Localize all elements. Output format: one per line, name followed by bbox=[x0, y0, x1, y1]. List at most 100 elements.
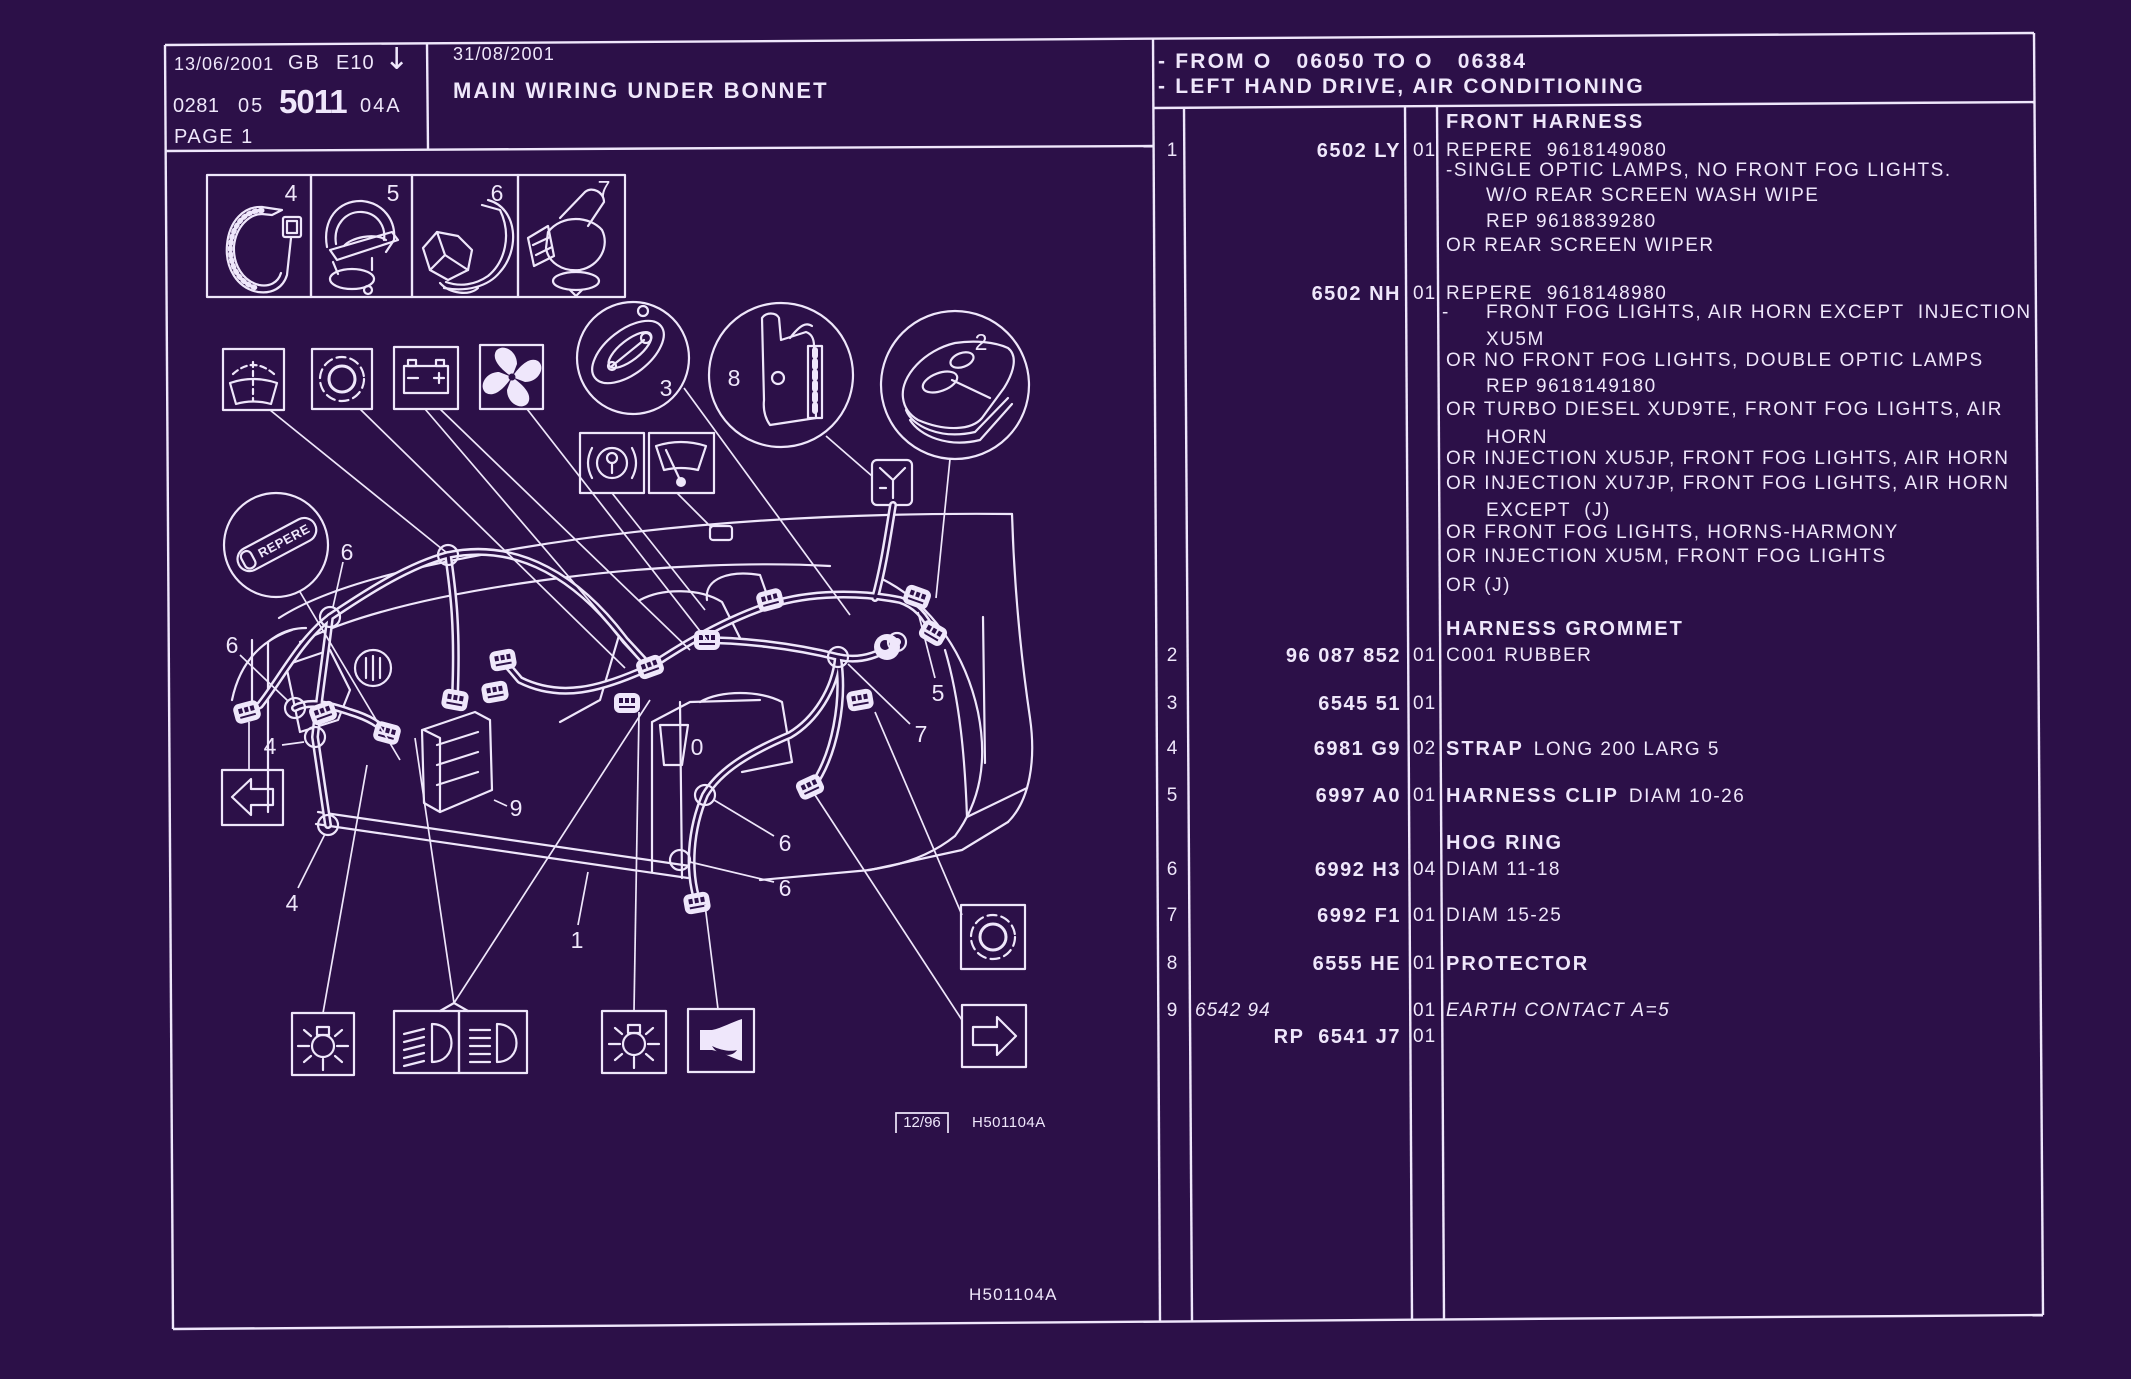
table-line: W/O REAR SCREEN WASH WIPE bbox=[0, 183, 2131, 209]
leader-sensor-ring-right bbox=[874, 711, 963, 916]
description-text: FRONT FOG LIGHTS, AIR HORN EXCEPT INJECT… bbox=[1486, 302, 2032, 323]
leader-lines bbox=[239, 387, 963, 1021]
description-text: DIAM 15-25 bbox=[1446, 905, 1563, 926]
leader-washer bbox=[269, 409, 448, 554]
description-cell: DIAM 11-18 bbox=[1446, 857, 1561, 883]
part-number: 6997 A0 bbox=[1315, 785, 1401, 807]
item-title: HOG RING bbox=[1446, 832, 1564, 854]
description-cell: XU5M bbox=[1446, 327, 1545, 353]
description-cell: OR NO FRONT FOG LIGHTS, DOUBLE OPTIC LAM… bbox=[1446, 348, 1984, 374]
description-cell: REP 9618839280 bbox=[1446, 209, 1657, 235]
table-line: OR (J) bbox=[0, 573, 2131, 599]
leader-callout bbox=[577, 871, 589, 926]
leader-wiper bbox=[676, 492, 713, 529]
symbol-box bbox=[600, 1009, 668, 1075]
callout-number: 4 bbox=[286, 890, 299, 916]
item-number: 9 bbox=[1166, 1000, 1178, 1021]
description-text: HORN bbox=[1486, 427, 1548, 448]
frame-right bbox=[2032, 32, 2045, 1316]
symbol-headlamps bbox=[392, 1001, 529, 1075]
sensor-ring-icon bbox=[969, 913, 1017, 961]
description-text: EXCEPT (J) bbox=[1486, 500, 1611, 521]
description-cell: OR INJECTION XU5M, FRONT FOG LIGHTS bbox=[1446, 544, 1887, 570]
description-text: W/O REAR SCREEN WASH WIPE bbox=[1486, 185, 1820, 206]
headlamp-connector-ring bbox=[353, 648, 393, 688]
callout-number: 4 bbox=[264, 733, 277, 759]
right-wing bbox=[1006, 512, 1034, 824]
quantity: 01 bbox=[1413, 645, 1437, 666]
clip-marker bbox=[318, 605, 342, 629]
detail-strip: 4 5 6 bbox=[205, 173, 627, 299]
table-line: XU5M bbox=[0, 327, 2131, 353]
table-line: -FRONT FOG LIGHTS, AIR HORN EXCEPT INJEC… bbox=[0, 300, 2131, 326]
part-number: 6981 G9 bbox=[1313, 738, 1401, 760]
dipped-beam-icon bbox=[402, 1022, 453, 1068]
ref-number: 5011 bbox=[279, 83, 348, 120]
zoom-label: 2 bbox=[975, 329, 988, 355]
description-text: OR (J) bbox=[1446, 575, 1511, 596]
item-number: 3 bbox=[1166, 693, 1178, 714]
zoom-label: 8 bbox=[728, 365, 741, 391]
detail-label: 5 bbox=[387, 180, 400, 206]
leader-battery bbox=[424, 408, 691, 661]
description-cell: W/O REAR SCREEN WASH WIPE bbox=[1446, 183, 1819, 209]
quantity: 01 bbox=[1413, 140, 1437, 161]
leader-protector bbox=[825, 435, 873, 477]
left-arrow-icon bbox=[230, 777, 275, 817]
detail-label: 7 bbox=[598, 176, 611, 202]
description-cell: OR REAR SCREEN WIPER bbox=[1446, 233, 1715, 259]
description-text: OR NO FRONT FOG LIGHTS, DOUBLE OPTIC LAM… bbox=[1446, 350, 1984, 371]
symbol-box bbox=[310, 347, 374, 411]
callout-number: 6 bbox=[226, 632, 239, 658]
symbol-left-arrow bbox=[220, 768, 285, 827]
radiator-opening bbox=[658, 723, 690, 767]
applicability-config: - LEFT HAND DRIVE, AIR CONDITIONING bbox=[1158, 75, 1645, 98]
zoom-label: 3 bbox=[660, 375, 673, 401]
table-line: EXCEPT (J) bbox=[0, 498, 2131, 524]
detail-view-strap: 4 bbox=[205, 173, 313, 299]
ref-suffix: 04A bbox=[360, 95, 402, 117]
leader-callout bbox=[281, 741, 305, 746]
column-rule-qty-left bbox=[1403, 105, 1414, 1320]
description-text: -SINGLE OPTIC LAMPS, NO FRONT FOG LIGHTS… bbox=[1446, 160, 1952, 181]
issue-date: 13/06/2001 bbox=[174, 54, 275, 74]
detail-label: 6 bbox=[491, 180, 504, 206]
description-text: OR FRONT FOG LIGHTS, HORNS-HARMONY bbox=[1446, 522, 1899, 543]
table-line: HORN bbox=[0, 425, 2131, 451]
part-number: 6502 LY bbox=[1316, 140, 1401, 162]
zoom-circle bbox=[222, 491, 330, 599]
table-line: FRONT HARNESS bbox=[0, 109, 2131, 135]
callout-number: 5 bbox=[932, 680, 945, 706]
bonnet-edge bbox=[277, 512, 1014, 620]
clip-marker bbox=[283, 696, 307, 720]
item-title: PROTECTOR bbox=[1446, 953, 1590, 975]
part-number: 96 087 852 bbox=[1285, 645, 1401, 667]
symbol-box bbox=[686, 1007, 756, 1074]
leader-lamp-right bbox=[633, 711, 640, 1012]
description-cell: OR (J) bbox=[1446, 573, 1511, 599]
frame-top bbox=[164, 31, 2035, 47]
symbol-windscreen-wiper bbox=[647, 431, 716, 495]
description-cell: OR INJECTION XU5JP, FRONT FOG LIGHTS, AI… bbox=[1446, 446, 2009, 472]
leader-callout bbox=[713, 799, 775, 837]
detail-view-hog-ring-clip: 7 bbox=[516, 173, 627, 299]
callout-number: 6 bbox=[779, 875, 792, 901]
table-line: OR INJECTION XU5M, FRONT FOG LIGHTS bbox=[0, 544, 2131, 570]
part-number: 6555 HE bbox=[1312, 953, 1401, 975]
column-rule-qty-right bbox=[1435, 105, 1446, 1320]
quantity: 01 bbox=[1413, 785, 1437, 806]
description-cell: HARNESS GROMMET bbox=[1446, 616, 1684, 643]
table-line: OR FRONT FOG LIGHTS, HORNS-HARMONY bbox=[0, 520, 2131, 546]
description-cell: REPERE 9618149080 bbox=[1446, 138, 1667, 164]
leader-grommet bbox=[935, 458, 951, 599]
leader-horn bbox=[704, 904, 719, 1010]
symbol-box bbox=[647, 431, 716, 495]
page-number: PAGE 1 bbox=[174, 126, 254, 148]
callout-number: 6 bbox=[779, 830, 792, 856]
page-title: MAIN WIRING UNDER BONNET bbox=[453, 78, 829, 103]
